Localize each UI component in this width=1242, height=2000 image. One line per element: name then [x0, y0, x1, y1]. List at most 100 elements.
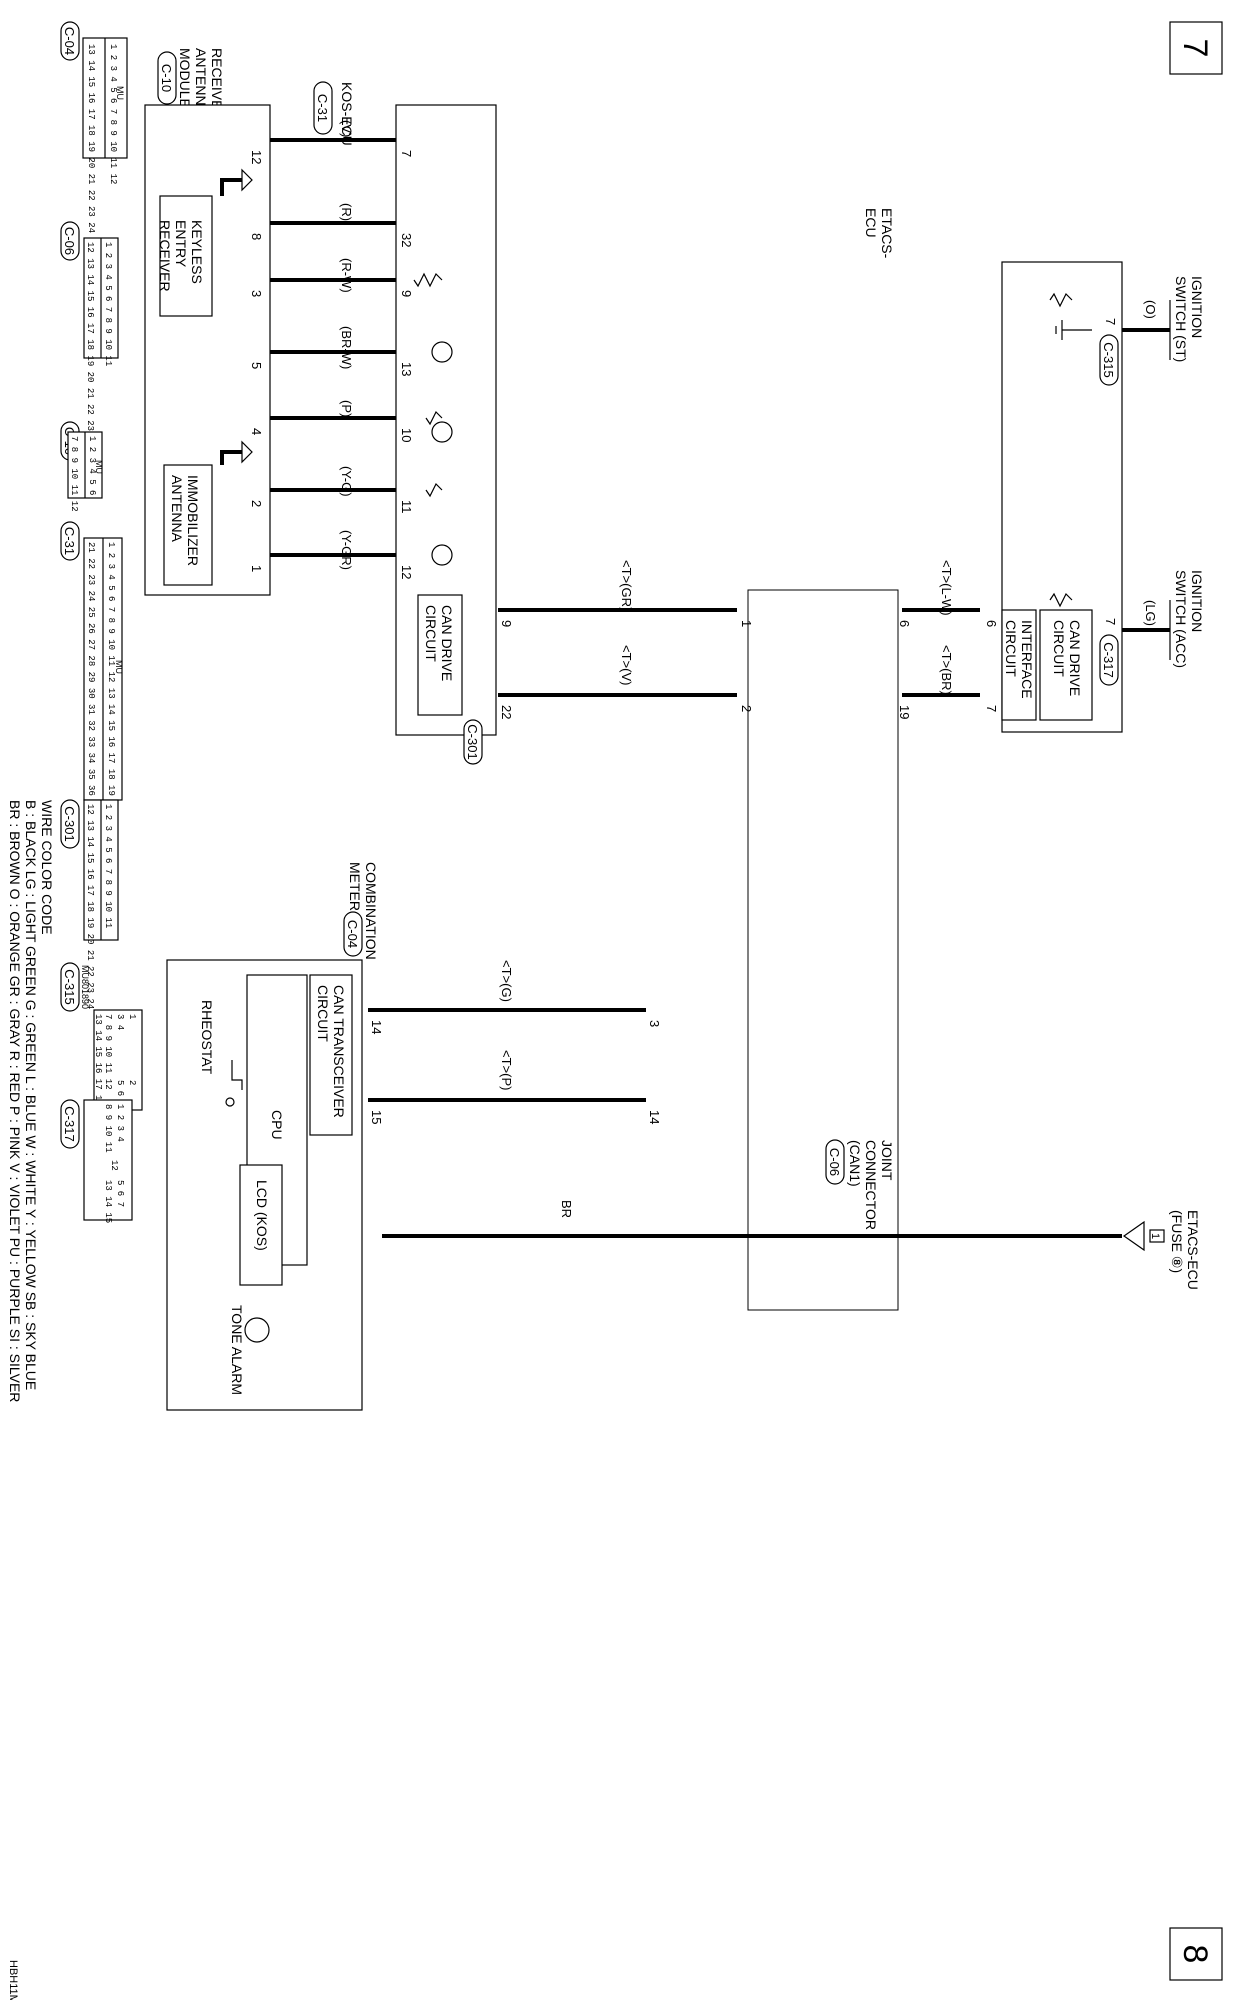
ignition-switch-acc: IGNITION SWITCH (ACC) (LG) 7 C-317: [1099, 570, 1205, 686]
connector-face-c317: C-317 1 2 3 4 8 9 10 11 12 5 6 7 13 14 1…: [60, 1099, 133, 1223]
svg-text:<T>(P): <T>(P): [499, 1050, 514, 1090]
svg-text:CIRCUIT: CIRCUIT: [1003, 620, 1019, 677]
svg-text:RECEIVER: RECEIVER: [157, 220, 173, 292]
connector-face-c31: C-31 1 2 3 4 5 6 7 8 9 10 11 12 13 14 15…: [60, 521, 124, 861]
svg-text:1: 1: [739, 620, 754, 627]
svg-text:C-06: C-06: [827, 1148, 842, 1176]
svg-text:METER: METER: [347, 862, 363, 911]
kos-wire-3: 9 3 (R-W): [249, 258, 414, 297]
svg-text:INTERFACE: INTERFACE: [1019, 620, 1035, 699]
svg-text:(BR-W): (BR-W): [339, 326, 354, 369]
svg-text:5 6: 5 6: [115, 1080, 125, 1096]
svg-text:IGNITION: IGNITION: [1189, 276, 1205, 338]
kos-wire-4: 13 5 (BR-W): [249, 326, 414, 376]
svg-text:6: 6: [984, 620, 999, 627]
svg-text:RHEOSTAT: RHEOSTAT: [199, 1000, 215, 1075]
svg-text:8: 8: [249, 233, 264, 240]
svg-text:19: 19: [897, 705, 912, 719]
svg-text:(V): (V): [339, 120, 354, 137]
svg-text:C-31: C-31: [62, 527, 77, 555]
kos-wire-2: 32 8 (R): [249, 203, 414, 247]
ignition-switch-st: IGNITION SWITCH (ST) (O) 7 C-315: [1099, 276, 1205, 386]
svg-text:CAN TRANSCEIVER: CAN TRANSCEIVER: [331, 985, 347, 1118]
svg-text:C-317: C-317: [62, 1106, 77, 1141]
lcd-kos: LCD (KOS): [239, 1164, 283, 1286]
svg-text:12: 12: [109, 1160, 119, 1171]
svg-text:2: 2: [249, 500, 264, 507]
svg-text:(O): (O): [1143, 300, 1158, 319]
svg-text:1 2 3 4 5 6 7 8 9 10 11 12: 1 2 3 4 5 6 7 8 9 10 11 12: [108, 44, 118, 184]
svg-text:<T>(G): <T>(G): [499, 960, 514, 1002]
c301-connector-tag: [463, 719, 483, 765]
svg-text:CAN DRIVE: CAN DRIVE: [1067, 620, 1083, 696]
svg-text:ECU: ECU: [863, 208, 879, 238]
keyless-entry-receiver: KEYLESS ENTRY RECEIVER: [157, 195, 213, 317]
joint-connector-c06: JOINT CONNECTOR (CAN1) C-06: [747, 589, 899, 1311]
can-line-meter-b: 14 15 <T>(P): [368, 1050, 662, 1124]
svg-text:1 2 3 4 5 6 7 8 9 10 11: 1 2 3 4 5 6 7 8 9 10 11: [103, 804, 113, 928]
etacs-ecu-label: ETACS- ECU: [863, 208, 895, 259]
svg-text:B : BLACK LG : LIGHT GREEN: B : BLACK LG : LIGHT GREEN G : GREEN L :…: [23, 800, 39, 1390]
svg-text:13 14 15 16 17 18 19 20 21 22: 13 14 15 16 17 18 19 20 21 22 23 24: [86, 44, 96, 233]
can-transceiver-circuit: CAN TRANSCEIVER CIRCUIT: [309, 974, 353, 1136]
can-line-kos-a: 1 9 <T>(GR): [498, 560, 754, 627]
svg-text:2: 2: [127, 1080, 137, 1085]
svg-text:14: 14: [369, 1020, 384, 1034]
svg-text:<T>(V): <T>(V): [619, 645, 634, 685]
svg-text:<T>(GR): <T>(GR): [619, 560, 634, 611]
svg-text:2: 2: [739, 705, 754, 712]
svg-text:IGNITION: IGNITION: [1189, 570, 1205, 632]
kos-wire-7: 12 1 (Y-GR): [249, 530, 414, 579]
svg-text:11: 11: [399, 500, 414, 514]
svg-text:3: 3: [249, 290, 264, 297]
svg-text:1 2 3 4: 1 2 3 4: [115, 1104, 125, 1142]
svg-text:CAN DRIVE: CAN DRIVE: [439, 605, 455, 681]
can-line-meter-a: 3 14 <T>(G): [368, 960, 662, 1034]
immobilizer-antenna-icon: [220, 440, 253, 465]
svg-text:TONE ALARM: TONE ALARM: [229, 1305, 245, 1395]
can-line-etacs-a: 6 6 <T>(L-W): [897, 560, 999, 627]
svg-text:21 22 23 24 25 26 27 28 29 30: 21 22 23 24 25 26 27 28 29 30 31 32 33 3…: [86, 542, 96, 861]
svg-text:8: 8: [1176, 1945, 1214, 1964]
c301-connector-label: C-301: [465, 724, 480, 759]
figure-code: HBH11M050C: [7, 1960, 19, 2000]
combination-meter-header: COMBINATION METER C-04: [343, 862, 379, 960]
svg-text:<T>(L-W): <T>(L-W): [939, 560, 954, 616]
svg-text:7: 7: [399, 150, 414, 157]
keyless-antenna-icon: [220, 168, 253, 196]
svg-text:13: 13: [399, 362, 414, 376]
svg-text:4: 4: [249, 428, 264, 435]
svg-text:C-317: C-317: [1101, 642, 1116, 677]
svg-text:1: 1: [249, 565, 264, 572]
svg-text:COMBINATION: COMBINATION: [363, 862, 379, 960]
svg-text:1 2 3 4 5 6 7 8 9 10 11 12 13: 1 2 3 4 5 6 7 8 9 10 11 12 13 14 15 16 1…: [106, 542, 116, 812]
svg-text:1: 1: [127, 1014, 137, 1019]
svg-text:CIRCUIT: CIRCUIT: [423, 605, 439, 662]
svg-text:7: 7: [984, 705, 999, 712]
svg-text:ENTRY: ENTRY: [173, 220, 189, 268]
svg-text:(LG): (LG): [1143, 600, 1158, 626]
receiver-module-header: RECEIVER ANTENNA MODULE C-10: [157, 48, 225, 120]
svg-text:3 4: 3 4: [115, 1014, 125, 1030]
can-drive-circuit-kos: CAN DRIVE CIRCUIT: [417, 594, 463, 716]
svg-text:1 2 3 4 5 6 7 8 9 10 11: 1 2 3 4 5 6 7 8 9 10 11: [103, 242, 113, 366]
svg-text:8 9 10 11: 8 9 10 11: [103, 1104, 113, 1153]
connector-face-c315: C-315 MU801890 1 3 4 7 8 9 10 11 12 13 1…: [60, 962, 143, 1122]
svg-text:IMMOBILIZER: IMMOBILIZER: [185, 475, 201, 566]
svg-text:12 13 14 15 16 17 18 19 20 21: 12 13 14 15 16 17 18 19 20 21 22 23 24: [85, 804, 95, 1009]
svg-text:13 14 15 16 17 18 19: 13 14 15 16 17 18 19: [93, 1014, 103, 1122]
page-number-top: 7: [1169, 21, 1223, 75]
svg-text:SWITCH (ACC): SWITCH (ACC): [1173, 570, 1189, 668]
svg-text:LCD (KOS): LCD (KOS): [254, 1180, 270, 1251]
can-line-etacs-b: 7 19 <T>(BR): [897, 645, 999, 719]
svg-text:15: 15: [369, 1110, 384, 1124]
svg-text:(Y-GR): (Y-GR): [339, 530, 354, 570]
svg-text:10: 10: [399, 428, 414, 442]
svg-text:6: 6: [897, 620, 912, 627]
fuse-line: BR: [382, 1200, 1122, 1238]
svg-text:ANTENNA: ANTENNA: [193, 48, 209, 116]
svg-text:MODULE: MODULE: [177, 48, 193, 108]
connector-face-c04: C-04 1 2 3 4 5 6 7 8 9 10 11 12 13 14 15…: [60, 21, 128, 233]
svg-text:ANTENNA: ANTENNA: [169, 475, 185, 543]
